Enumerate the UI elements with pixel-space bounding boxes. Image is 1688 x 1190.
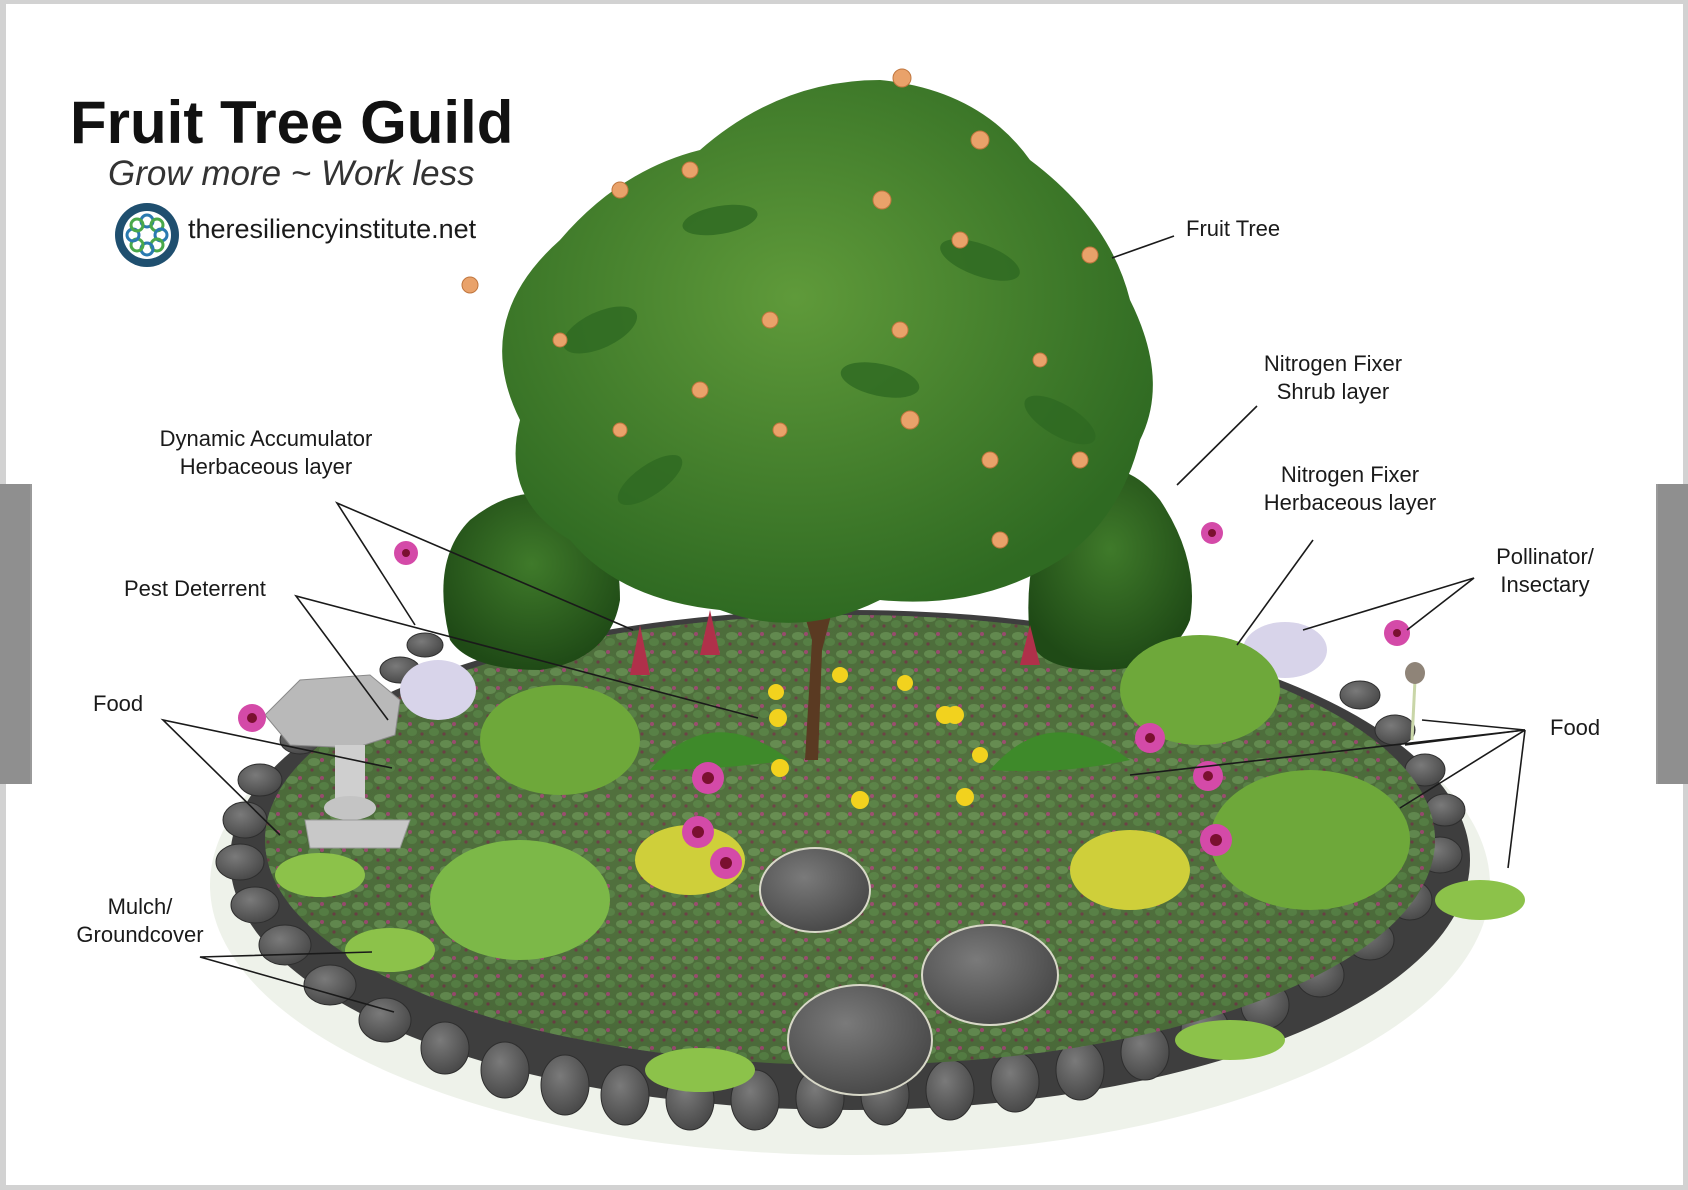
website-url[interactable]: theresiliencyinstitute.net (188, 214, 477, 244)
stepping-stones (759, 847, 1059, 1096)
herbaceous-clumps (275, 635, 1525, 1092)
label-pest-deterrent: Pest Deterrent (124, 575, 266, 603)
right-edge-tab[interactable] (1656, 484, 1688, 784)
label-food-left: Food (93, 690, 143, 718)
diagram-subtitle: Grow more ~ Work less (108, 154, 475, 193)
label-pest-deterrent-text: Pest Deterrent (124, 576, 266, 601)
diagram-title: Fruit Tree Guild (70, 89, 514, 156)
label-line: Groundcover (76, 922, 204, 947)
label-line: Pollinator/ (1496, 544, 1594, 569)
label-food-right: Food (1550, 714, 1600, 742)
label-nitrogen-fixer-shrub: Nitrogen Fixer Shrub layer (1250, 350, 1416, 406)
label-fruit-tree-text: Fruit Tree (1186, 216, 1281, 241)
fern-clumps (650, 732, 1130, 772)
label-dynamic-accumulator: Dynamic Accumulator Herbaceous layer (142, 425, 390, 481)
label-line: Herbaceous layer (1263, 490, 1437, 515)
label-food-right-text: Food (1550, 715, 1601, 740)
label-pollinator-insectary: Pollinator/ Insectary (1484, 543, 1606, 599)
fruit-tree (461, 68, 1153, 760)
label-line: Mulch/ (107, 894, 173, 919)
label-food-left-text: Food (93, 691, 144, 716)
label-nitrogen-fixer-herbaceous: Nitrogen Fixer Herbaceous layer (1250, 461, 1450, 517)
label-mulch-groundcover: Mulch/ Groundcover (66, 893, 214, 949)
yellow-flowers (768, 667, 988, 809)
label-line: Herbaceous layer (179, 454, 353, 479)
label-line: Nitrogen Fixer (1263, 351, 1403, 376)
label-line: Dynamic Accumulator (159, 426, 373, 451)
label-fruit-tree: Fruit Tree (1186, 215, 1280, 243)
resiliency-institute-logo-icon (115, 203, 179, 267)
left-edge-tab[interactable] (0, 484, 32, 784)
label-line: Nitrogen Fixer (1280, 462, 1420, 487)
label-line: Insectary (1500, 572, 1590, 597)
label-line: Shrub layer (1276, 379, 1390, 404)
